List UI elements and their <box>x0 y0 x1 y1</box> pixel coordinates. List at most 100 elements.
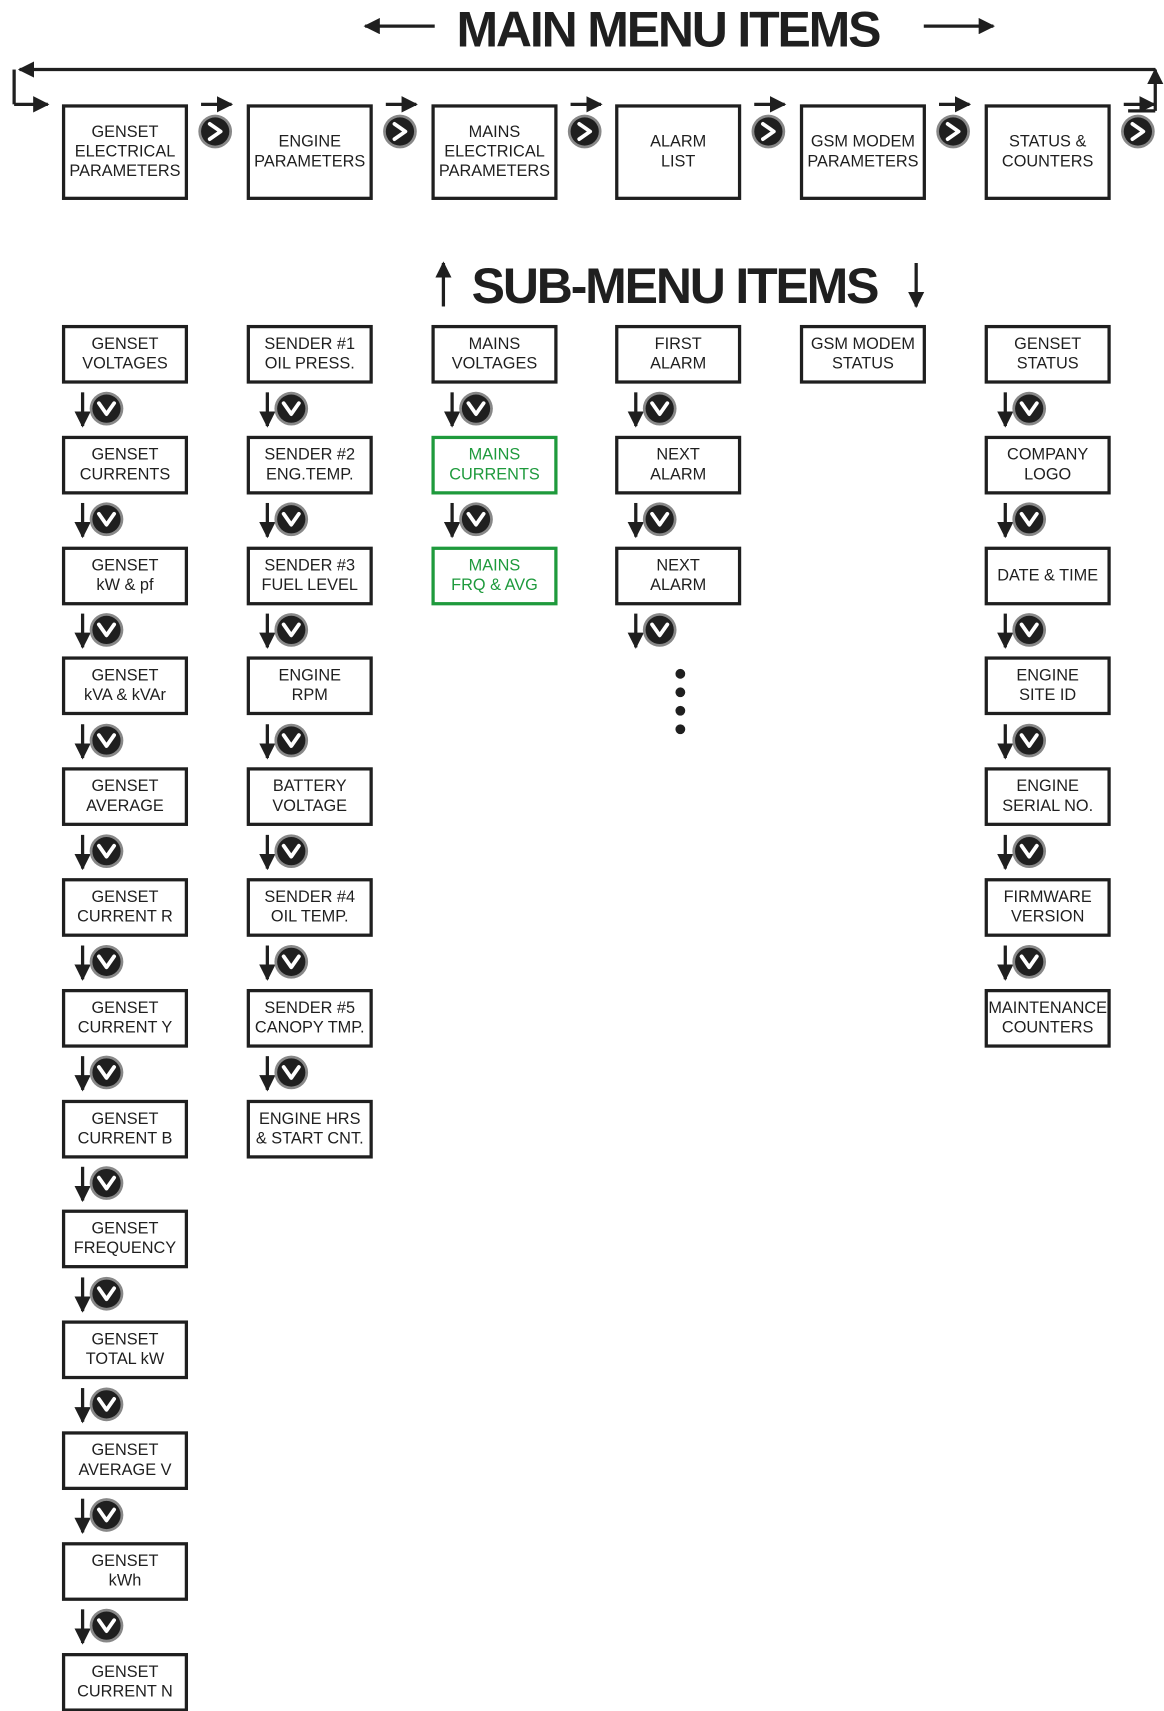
down-button-icon[interactable] <box>89 1166 124 1200</box>
down-button-icon[interactable] <box>89 1276 124 1311</box>
menu-item-label: CURRENT B <box>77 1128 173 1148</box>
down-button-icon[interactable] <box>1012 834 1047 869</box>
down-button-icon[interactable] <box>1012 502 1047 537</box>
menu-item-label: GENSET <box>91 1219 159 1239</box>
down-button-icon[interactable] <box>1012 613 1047 647</box>
down-button-icon[interactable] <box>274 391 309 426</box>
menu-item-label: GENSET <box>91 777 159 796</box>
next-button-icon[interactable] <box>567 114 602 149</box>
down-button-icon[interactable] <box>89 944 124 979</box>
down-button-icon[interactable] <box>1012 391 1047 426</box>
next-button-icon[interactable] <box>198 114 233 149</box>
menu-item-label: ENG.TEMP. <box>265 464 354 484</box>
menu-item-label: FRQ & AVG <box>451 575 538 595</box>
down-button-icon[interactable] <box>274 613 309 647</box>
menu-item-label: VOLTAGES <box>451 354 538 373</box>
menu-item-label: MAINS <box>468 122 521 142</box>
menu-item-label: kWh <box>108 1571 142 1590</box>
down-button-icon[interactable] <box>1012 944 1047 979</box>
down-button-icon[interactable] <box>274 502 309 537</box>
menu-item-label: ALARM <box>650 132 707 152</box>
next-button-icon[interactable] <box>1121 114 1155 149</box>
down-button-icon[interactable] <box>274 1055 309 1090</box>
down-button-icon[interactable] <box>89 1608 124 1643</box>
down-button-icon[interactable] <box>89 391 124 426</box>
down-button-icon[interactable] <box>89 1387 124 1422</box>
menu-item-label: FUEL LEVEL <box>261 575 358 595</box>
menu-item-label: NEXT <box>656 556 700 575</box>
down-button-icon[interactable] <box>89 1498 124 1532</box>
menu-item-label: CURRENTS <box>79 464 171 484</box>
menu-item-label: GENSET <box>91 122 159 142</box>
menu-item-label: ENGINE <box>1016 666 1079 686</box>
menu-item-label: GSM MODEM <box>810 334 916 354</box>
down-button-icon[interactable] <box>89 723 124 758</box>
down-button-icon[interactable] <box>459 391 493 426</box>
sub-menu-title: SUB-MENU ITEMS <box>471 257 880 315</box>
down-button-icon[interactable] <box>274 723 309 758</box>
down-button-icon[interactable] <box>89 834 124 869</box>
down-button-icon[interactable] <box>89 613 124 647</box>
down-button-icon[interactable] <box>1012 723 1047 758</box>
menu-item-label: PARAMETERS <box>807 152 919 171</box>
down-button-icon[interactable] <box>642 502 677 537</box>
down-button-icon[interactable] <box>89 502 124 537</box>
menu-item-label: GSM MODEM <box>810 132 916 152</box>
menu-item-label: SENDER #1 <box>264 334 356 354</box>
menu-item-label: PARAMETERS <box>254 152 366 171</box>
down-button-icon[interactable] <box>459 502 493 537</box>
down-button-icon[interactable] <box>274 944 309 979</box>
next-button-icon[interactable] <box>383 114 417 149</box>
down-button-icon[interactable] <box>274 834 309 869</box>
sub-menu-item-engine-hrs-start-cnt[interactable]: ENGINE HRS& START CNT. <box>246 1099 373 1159</box>
menu-item-label: ENGINE <box>278 132 341 152</box>
next-button-icon[interactable] <box>936 114 970 149</box>
next-button-icon[interactable] <box>751 114 786 149</box>
sub-menu-item-date-time[interactable]: DATE & TIME <box>984 546 1111 605</box>
down-button-icon[interactable] <box>642 391 677 426</box>
down-button-icon[interactable] <box>642 613 677 647</box>
menu-item-label: GENSET <box>91 1109 159 1128</box>
main-menu-item-status-counters[interactable]: STATUS &COUNTERS <box>984 104 1111 200</box>
down-button-icon[interactable] <box>89 1055 124 1090</box>
